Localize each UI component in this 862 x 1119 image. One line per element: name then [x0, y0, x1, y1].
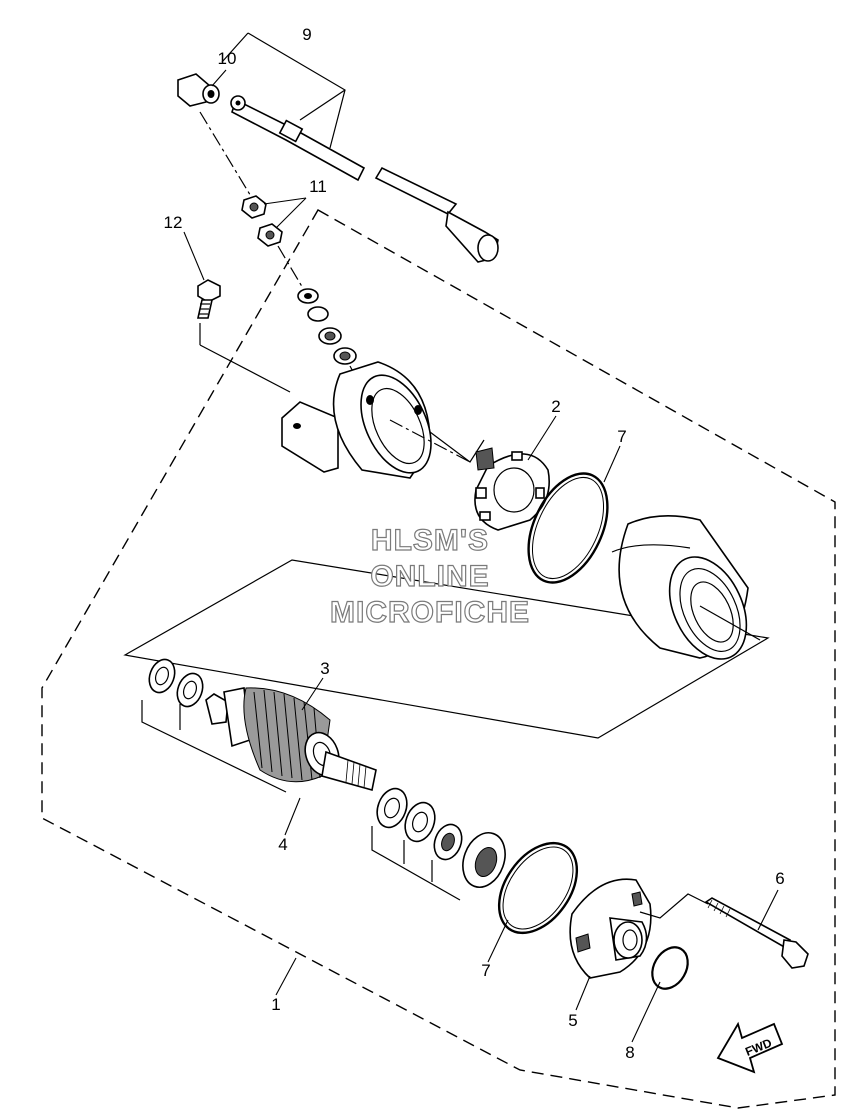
through-bolt	[639, 893, 809, 969]
callout-1: 1	[271, 995, 280, 1014]
callout-12: 12	[164, 213, 183, 232]
brush-holder	[474, 447, 550, 531]
watermark-line-3: MICROFICHE	[330, 596, 530, 629]
leader-lines	[183, 69, 779, 1043]
watermark-line-1: HLSM'S	[371, 524, 489, 557]
o-ring-small	[651, 946, 689, 990]
armature-group-frame	[123, 559, 770, 739]
callout-5: 5	[568, 1011, 577, 1030]
watermark-line-2: ONLINE	[370, 560, 489, 593]
armature-washers-right	[371, 787, 506, 901]
nut-parts	[199, 111, 369, 401]
front-housing	[281, 361, 485, 479]
callout-10: 10	[218, 49, 237, 68]
lead-wire-assembly	[177, 32, 499, 263]
o-ring-upper	[527, 472, 609, 584]
yoke-motor-case	[611, 515, 761, 660]
callout-7-upper: 7	[617, 427, 626, 446]
callout-8: 8	[625, 1043, 634, 1062]
callout-9: 9	[302, 25, 311, 44]
callout-6: 6	[775, 869, 784, 888]
callout-7-lower: 7	[481, 961, 490, 980]
callout-3: 3	[320, 659, 329, 678]
armature	[205, 687, 377, 792]
rear-cover	[569, 878, 652, 979]
o-ring-lower	[497, 841, 579, 935]
callout-2: 2	[551, 397, 560, 416]
watermark: HLSM'S ONLINE MICROFICHE	[329, 523, 530, 629]
callout-4: 4	[278, 835, 287, 854]
assembly-boundary-dashed	[41, 209, 836, 1109]
fwd-arrow: FWD	[716, 1021, 784, 1074]
callout-11: 11	[309, 177, 327, 196]
armature-washers-left	[141, 658, 287, 793]
mounting-bolt	[197, 279, 291, 393]
